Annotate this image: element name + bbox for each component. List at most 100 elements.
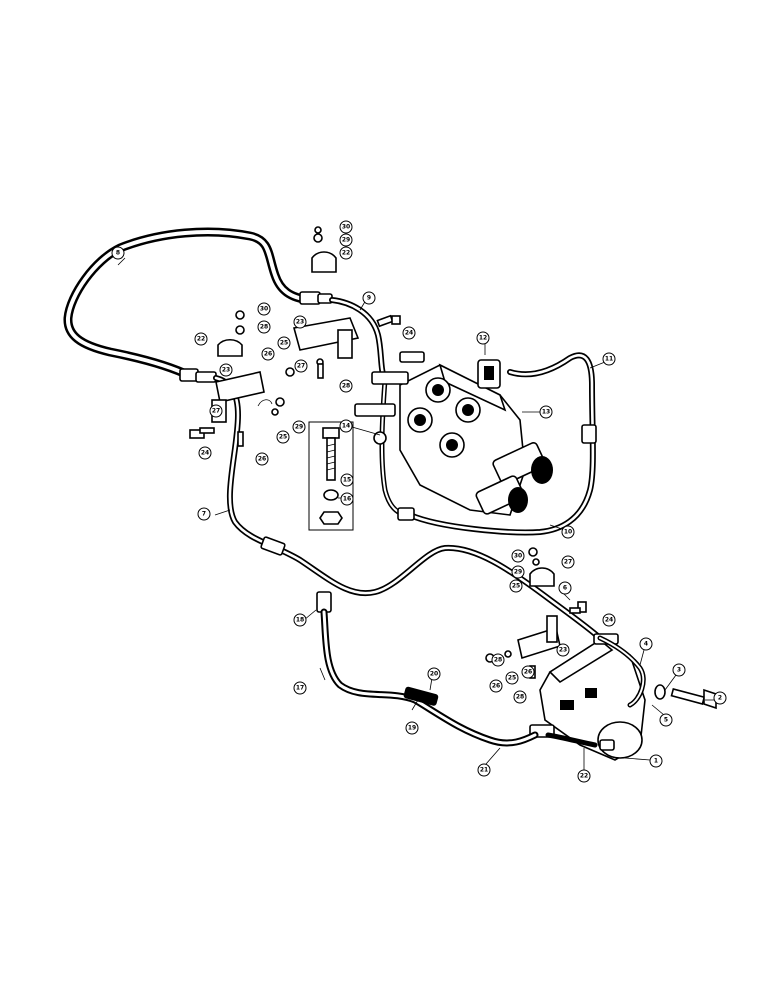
svg-text:4: 4 bbox=[644, 641, 648, 648]
svg-text:30: 30 bbox=[342, 224, 350, 231]
svg-text:23: 23 bbox=[559, 647, 567, 654]
svg-text:10: 10 bbox=[564, 529, 572, 536]
callout-23-b: 23 bbox=[293, 315, 307, 329]
tube-4 bbox=[597, 635, 646, 708]
callout-22-c: 22 bbox=[194, 332, 208, 346]
callout-26-c: 26 bbox=[255, 452, 269, 466]
callout-11: 11 bbox=[602, 352, 616, 366]
callout-12: 12 bbox=[476, 331, 490, 345]
callout-2: 2 bbox=[713, 691, 727, 705]
callout-29-c: 29 bbox=[292, 420, 306, 434]
svg-text:25: 25 bbox=[280, 340, 288, 347]
callout-18: 18 bbox=[293, 613, 307, 627]
svg-text:22: 22 bbox=[342, 250, 350, 257]
callout-20: 20 bbox=[427, 667, 441, 681]
callout-27-c: 27 bbox=[209, 404, 223, 418]
svg-text:25: 25 bbox=[508, 675, 516, 682]
callout-28: 28 bbox=[513, 690, 527, 704]
callout-7: 7 bbox=[197, 507, 211, 521]
svg-text:23: 23 bbox=[296, 319, 304, 326]
tube-11 bbox=[407, 352, 597, 536]
svg-text:22: 22 bbox=[580, 773, 588, 780]
clip-left bbox=[189, 310, 295, 447]
svg-text:26: 26 bbox=[524, 669, 532, 676]
callout-26-b: 26 bbox=[261, 347, 275, 361]
svg-text:25: 25 bbox=[512, 583, 520, 590]
callout-25-b: 25 bbox=[277, 336, 291, 350]
callout-22: 22 bbox=[577, 769, 591, 783]
svg-text:21: 21 bbox=[480, 767, 488, 774]
svg-text:24: 24 bbox=[201, 450, 209, 457]
svg-text:6: 6 bbox=[563, 585, 567, 592]
callout-14: 14 bbox=[339, 419, 353, 433]
callout-1: 1 bbox=[649, 754, 663, 768]
svg-text:26: 26 bbox=[258, 456, 266, 463]
callout-23: 23 bbox=[556, 643, 570, 657]
callout-22-b: 22 bbox=[339, 246, 353, 260]
svg-text:28: 28 bbox=[516, 694, 524, 701]
callout-10: 10 bbox=[561, 525, 575, 539]
callout-24-c: 24 bbox=[198, 446, 212, 460]
control-valve bbox=[354, 351, 553, 516]
svg-text:27: 27 bbox=[212, 408, 220, 415]
callout-27: 27 bbox=[561, 555, 575, 569]
svg-text:7: 7 bbox=[202, 511, 206, 518]
callout-26: 26 bbox=[489, 679, 503, 693]
callout-21: 21 bbox=[477, 763, 491, 777]
bracket-upper bbox=[292, 317, 360, 379]
svg-text:12: 12 bbox=[479, 335, 487, 342]
callout-17: 17 bbox=[293, 681, 307, 695]
svg-text:29: 29 bbox=[295, 424, 303, 431]
callout-28-b: 28 bbox=[339, 379, 353, 393]
svg-text:2: 2 bbox=[718, 695, 722, 702]
callout-8: 8 bbox=[111, 246, 125, 260]
svg-text:26: 26 bbox=[492, 683, 500, 690]
tube-17 bbox=[316, 591, 539, 747]
callout-26-d: 26 bbox=[521, 665, 535, 679]
svg-text:16: 16 bbox=[343, 496, 351, 503]
callout-5: 5 bbox=[659, 713, 673, 727]
callout-9: 9 bbox=[362, 291, 376, 305]
callout-30-c: 30 bbox=[257, 302, 271, 316]
svg-text:30: 30 bbox=[260, 306, 268, 313]
svg-text:19: 19 bbox=[408, 725, 416, 732]
svg-text:8: 8 bbox=[116, 250, 120, 257]
callout-24-b: 24 bbox=[402, 326, 416, 340]
svg-text:11: 11 bbox=[605, 356, 613, 363]
svg-text:30: 30 bbox=[514, 553, 522, 560]
svg-text:20: 20 bbox=[430, 671, 438, 678]
callout-19: 19 bbox=[405, 721, 419, 735]
callout-30-b: 30 bbox=[339, 220, 353, 234]
svg-text:24: 24 bbox=[405, 330, 413, 337]
clip-lower bbox=[485, 547, 587, 679]
callout-6: 6 bbox=[558, 581, 572, 595]
callout-30: 30 bbox=[511, 549, 525, 563]
svg-text:27: 27 bbox=[297, 363, 305, 370]
svg-text:17: 17 bbox=[296, 685, 304, 692]
svg-text:26: 26 bbox=[264, 351, 272, 358]
svg-text:15: 15 bbox=[343, 477, 351, 484]
callout-15: 15 bbox=[340, 473, 354, 487]
svg-text:27: 27 bbox=[564, 559, 572, 566]
svg-text:18: 18 bbox=[296, 617, 304, 624]
svg-text:13: 13 bbox=[542, 409, 550, 416]
callout-28-c: 28 bbox=[257, 320, 271, 334]
svg-text:28: 28 bbox=[342, 383, 350, 390]
callout-25-d: 25 bbox=[509, 579, 523, 593]
tube-9 bbox=[329, 297, 388, 383]
callout-3: 3 bbox=[672, 663, 686, 677]
callout-25: 25 bbox=[505, 671, 519, 685]
callout-4: 4 bbox=[639, 637, 653, 651]
callout-23-c: 23 bbox=[219, 363, 233, 377]
tube-22-lower bbox=[545, 732, 598, 748]
svg-text:5: 5 bbox=[664, 717, 668, 724]
clip-upper bbox=[311, 226, 337, 273]
callout-29-b: 29 bbox=[339, 233, 353, 247]
svg-text:28: 28 bbox=[494, 657, 502, 664]
svg-text:29: 29 bbox=[514, 569, 522, 576]
capscrew-2 bbox=[654, 684, 717, 710]
svg-text:22: 22 bbox=[197, 336, 205, 343]
callout-24: 24 bbox=[602, 613, 616, 627]
svg-text:28: 28 bbox=[260, 324, 268, 331]
callout-16: 16 bbox=[340, 492, 354, 506]
